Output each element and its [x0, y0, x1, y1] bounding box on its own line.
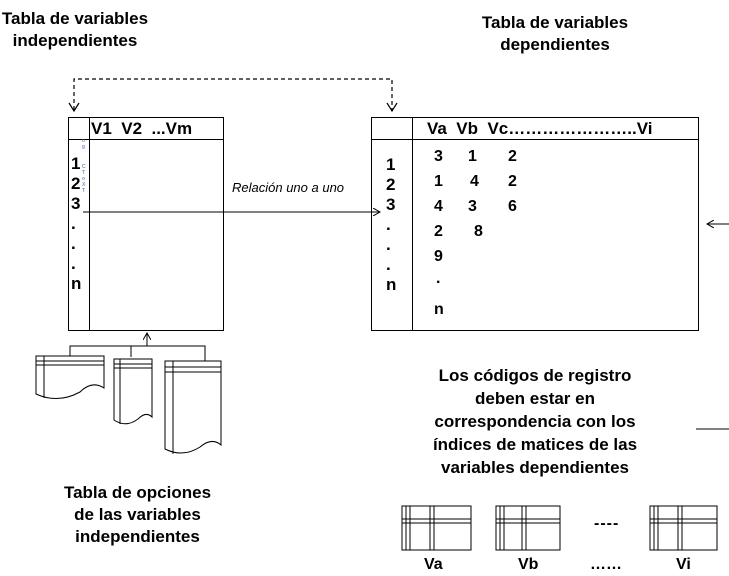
dependent-title: Tabla de variables dependientes: [460, 12, 650, 56]
dep-row-label: n: [386, 275, 397, 294]
dep-header-divider: [372, 139, 698, 140]
matrix-label-va: Va: [424, 556, 443, 573]
dashed-arrowhead-right: [386, 102, 398, 113]
indep-row-labels: 1 2 3 . . . n: [71, 154, 81, 294]
tiny-label: g: [82, 144, 85, 150]
matrix-dashes: ----: [594, 515, 620, 532]
independent-title-line2: independientes: [12, 31, 138, 50]
dep-cell: 2: [434, 223, 443, 240]
dep-row-labels: 1 2 3 . . . n: [386, 155, 396, 295]
dep-header: Va Vb Vc…………………..Vi: [427, 119, 653, 138]
matrix-icon-vi: [649, 505, 718, 551]
dep-row-label: 3: [386, 195, 396, 214]
dep-row-label: .: [386, 215, 391, 234]
document-icon: [113, 358, 153, 425]
relation-label: Relación uno a uno: [232, 180, 345, 195]
tiny-label: T: [82, 170, 86, 176]
dep-cell: 9: [434, 248, 443, 265]
dep-cell: n: [434, 301, 444, 318]
indep-row-label: 3: [71, 194, 81, 213]
tiny-label: T: [82, 188, 86, 194]
dashed-arrowhead-left: [68, 102, 80, 113]
codes-note-line4: índices de matices de las: [432, 435, 638, 454]
document-icon: [164, 360, 222, 454]
indep-row-label: .: [71, 254, 76, 273]
dep-row-label: .: [386, 255, 391, 274]
independent-table: V1 V2 ...Vm 1 2 3 . . . n o g C T o X T: [68, 117, 224, 331]
tiny-label: o: [82, 176, 85, 182]
dep-row-label: 2: [386, 175, 396, 194]
codes-note-line2: deben estar en: [475, 389, 595, 408]
codes-note-line5: variables dependientes: [440, 458, 630, 477]
dependent-title-line2: dependientes: [500, 35, 610, 54]
indep-row-label: 1: [71, 154, 81, 173]
dep-cell: 4: [470, 173, 479, 190]
dep-row-label: .: [386, 235, 391, 254]
indep-header-divider: [69, 139, 223, 140]
indep-header: V1 V2 ...Vm: [91, 119, 193, 138]
matrix-label-vi: Vi: [676, 556, 691, 573]
indep-row-label: .: [71, 234, 76, 253]
tiny-label: X: [82, 182, 86, 188]
document-icon: [35, 355, 105, 399]
dep-cell: 6: [508, 198, 517, 215]
indep-index-divider: [89, 118, 90, 330]
indep-row-label: .: [71, 214, 76, 233]
dependent-title-line1: Tabla de variables: [481, 13, 629, 32]
dep-cell: 8: [474, 223, 483, 240]
independent-title-line1: Tabla de variables: [1, 9, 149, 28]
dep-cell: 3: [468, 198, 477, 215]
options-caption-line1: Tabla de opciones: [63, 483, 212, 502]
options-caption-line3: independientes: [75, 527, 200, 546]
indep-row-label: n: [71, 274, 82, 293]
dep-index-divider: [412, 118, 413, 330]
matrix-label-ellipsis: ……: [590, 556, 622, 573]
dashed-link: [73, 78, 393, 110]
options-caption-line2: de las variables: [74, 505, 201, 524]
matrix-icon-va: [401, 505, 472, 551]
dep-row-label: 1: [386, 155, 396, 174]
codes-note: Los códigos de registro deben estar en c…: [380, 364, 690, 479]
dep-cell: 2: [508, 148, 517, 165]
options-caption: Tabla de opciones de las variables indep…: [30, 482, 245, 548]
dep-cell: 2: [508, 173, 517, 190]
codes-note-line3: correspondencia con los: [434, 412, 636, 431]
dep-cell: .: [436, 270, 441, 287]
matrix-label-vb: Vb: [518, 556, 539, 573]
dep-cell: 3: [434, 148, 443, 165]
indep-row-label: 2: [71, 174, 81, 193]
tiny-label: o: [82, 138, 85, 144]
matrix-icon-vb: [495, 505, 561, 551]
dependent-table: Va Vb Vc…………………..Vi 1 2 3 . . . n 3 1 2 …: [371, 117, 699, 331]
dep-cell: 1: [468, 148, 477, 165]
dep-cell: 4: [434, 198, 443, 215]
indep-tiny-labels: o g C T o X T: [82, 138, 86, 194]
dep-cell: 1: [434, 173, 443, 190]
tiny-label: C: [82, 164, 86, 170]
codes-note-line1: Los códigos de registro: [438, 366, 632, 385]
independent-title: Tabla de variables independientes: [0, 8, 150, 52]
